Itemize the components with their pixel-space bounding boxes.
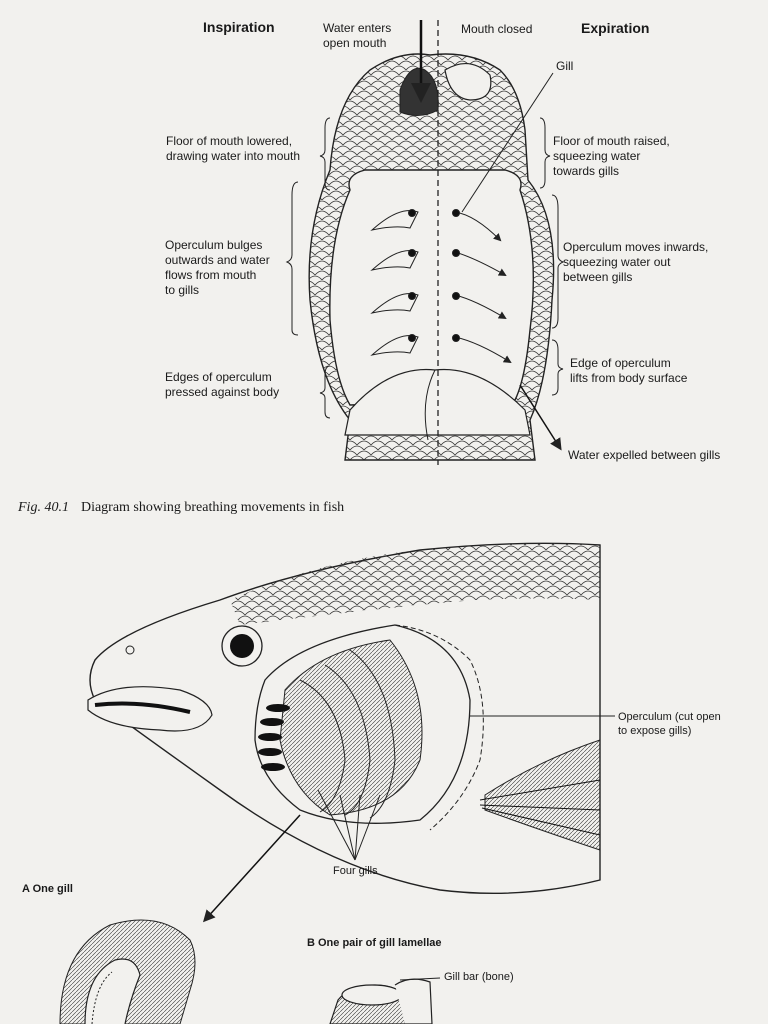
figure-number: Fig. 40.1: [18, 500, 69, 515]
gill-pointer: [461, 72, 554, 213]
gill-label: Gill: [556, 59, 574, 73]
figure-caption-text: Diagram showing breathing movements in f…: [80, 500, 345, 515]
figure-caption: Fig. 40.1 Diagram showing breathing movem…: [18, 500, 344, 516]
right-label-2: Operculum moves inwards, squeezing water…: [563, 240, 709, 284]
label-braces: [285, 117, 565, 419]
right-label-1: Floor of mouth raised, squeezing water t…: [553, 134, 670, 178]
four-gills-label: Four gills: [333, 865, 378, 877]
inspiration-heading: Inspiration: [203, 19, 275, 35]
gill-arches-right: [452, 209, 512, 364]
left-label-3: Edges of operculum pressed against body: [165, 370, 280, 399]
gill-lamellae-drawing: [329, 977, 441, 1024]
fish-head-outline: [308, 53, 555, 461]
left-label-1: Floor of mouth lowered, drawing water in…: [166, 134, 301, 163]
expiration-heading: Expiration: [581, 20, 650, 36]
water-expelled-label: Water expelled between gills: [568, 448, 721, 462]
mouth-closed-label: Mouth closed: [461, 22, 533, 36]
right-label-3: Edge of operculum lifts from body surfac…: [570, 356, 688, 385]
panel-b-label: B One pair of gill lamellae: [307, 937, 442, 949]
one-gill-drawing: [59, 919, 196, 1024]
fish-body-outline: [87, 542, 601, 895]
operculum-label: Operculum (cut open to expose gills): [618, 711, 721, 737]
left-label-2: Operculum bulges outwards and water flow…: [165, 238, 270, 297]
four-gills-pointers: [317, 789, 381, 861]
water-enters-label: Water enters open mouth: [323, 21, 392, 50]
gill-bar-label: Gill bar (bone): [444, 971, 514, 983]
panel-a-arrow: [202, 814, 301, 923]
gill-arches-left: [370, 209, 419, 356]
panel-a-label: A One gill: [22, 883, 73, 895]
water-out-arrow: [519, 384, 562, 451]
